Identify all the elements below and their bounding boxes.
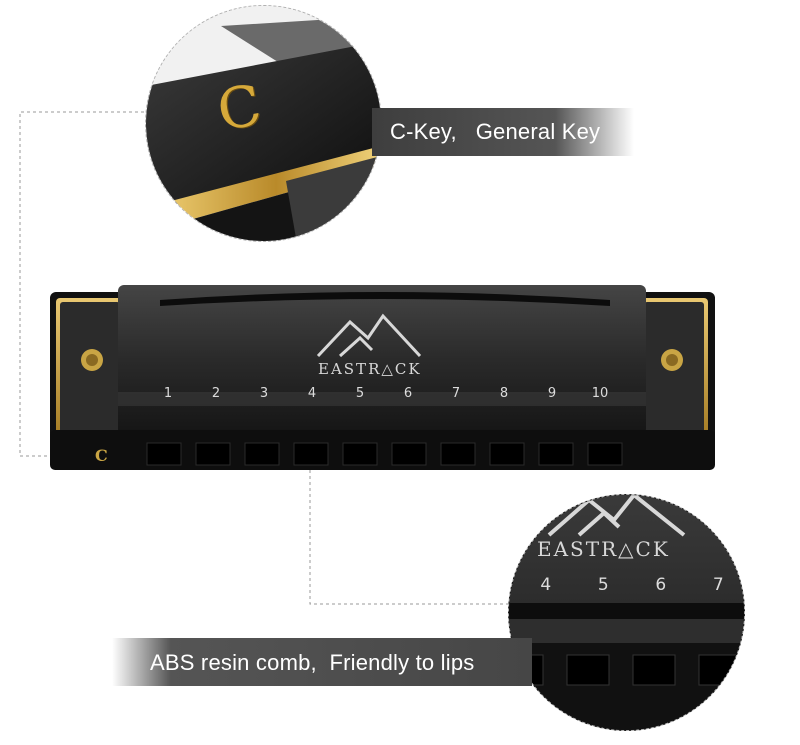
hole-number: 9	[547, 386, 557, 401]
hole-number: 4	[307, 386, 317, 401]
hole-number: 8	[499, 386, 509, 401]
callout-bar-key	[372, 108, 634, 156]
hole-number: 2	[211, 386, 221, 401]
zoom-circle-key: C	[145, 5, 382, 242]
zoom-hole-number-row: 4 5 6 7	[517, 575, 744, 597]
zoom-comb-brand: EASTR△CK	[537, 537, 670, 561]
harmonica-body	[50, 285, 715, 470]
hole-number: 5	[355, 386, 365, 401]
zoom-hole-number: 5	[597, 575, 609, 595]
hole-number: 7	[451, 386, 461, 401]
hole-number: 10	[591, 386, 609, 401]
callout-comb-text: ABS resin comb, Friendly to lips	[150, 650, 475, 675]
harmonica-brand: EASTR△CK	[318, 360, 422, 378]
zoom-hole-number: 4	[540, 575, 552, 595]
hole-number: 1	[163, 386, 173, 401]
zoom-comb-image	[509, 495, 744, 730]
hole-number: 3	[259, 386, 269, 401]
zoom-hole-number: 6	[655, 575, 667, 595]
zoom-hole-number: 7	[712, 575, 724, 595]
callout-key-text: C-Key, General Key	[390, 119, 601, 144]
hole-number: 6	[403, 386, 413, 401]
hole-number-row: 1 2 3 4 5 6 7 8 9 10	[144, 386, 644, 404]
harmonica: EASTR△CK 1 2 3 4 5 6 7 8 9 10 C	[50, 280, 715, 475]
callout-bar-comb	[112, 638, 532, 686]
zoom-circle-comb: EASTR△CK 4 5 6 7	[508, 494, 745, 731]
harmonica-key-letter: C	[95, 446, 108, 465]
